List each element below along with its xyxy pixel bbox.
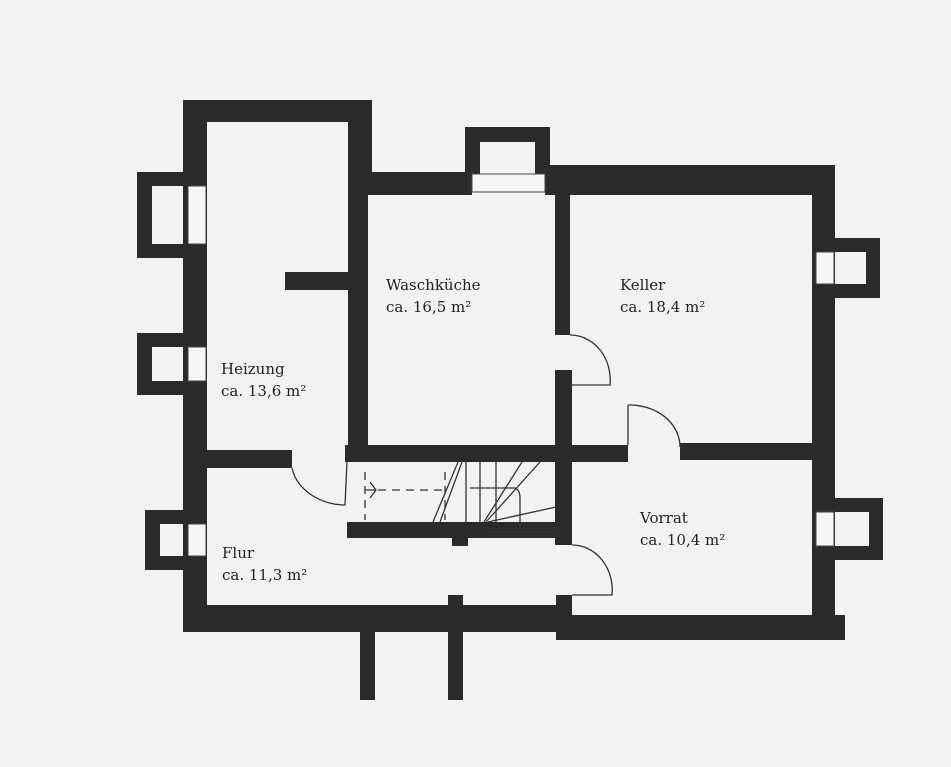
room-label-waschkueche: Waschküche ca. 16,5 m² [386,274,481,318]
room-area: ca. 16,5 m² [386,298,472,316]
room-name: Heizung [221,360,285,378]
room-area: ca. 18,4 m² [620,298,706,316]
windows [187,173,835,557]
room-area: ca. 13,6 m² [221,382,307,400]
room-area: ca. 11,3 m² [222,566,308,584]
room-name: Waschküche [386,276,481,294]
room-label-heizung: Heizung ca. 13,6 m² [221,358,306,402]
room-name: Flur [222,544,255,562]
room-name: Vorrat [640,509,688,527]
room-label-vorrat: Vorrat ca. 10,4 m² [640,507,725,551]
room-area: ca. 10,4 m² [640,531,726,549]
doors [291,334,681,596]
room-label-keller: Keller ca. 18,4 m² [620,274,705,318]
staircase [364,461,557,534]
room-name: Keller [620,276,666,294]
room-label-flur: Flur ca. 11,3 m² [222,542,307,586]
